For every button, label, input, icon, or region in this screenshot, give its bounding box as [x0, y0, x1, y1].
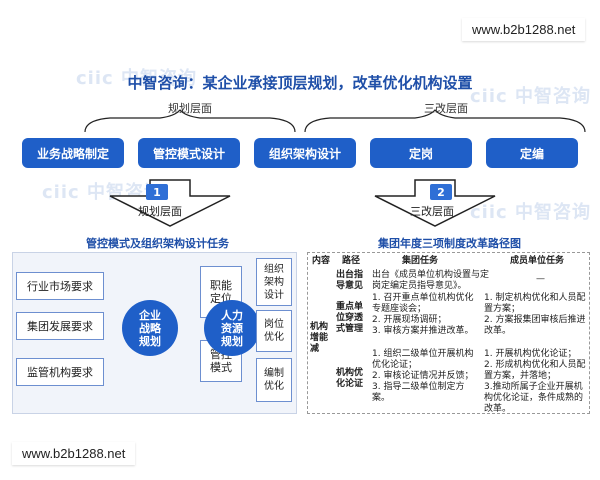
right-section-title: 集团年度三项制度改革路径图: [378, 237, 521, 250]
reform-path-table: [307, 252, 590, 414]
step-badge: 1: [146, 184, 168, 200]
row-member-task: 1. 开展机构优化论证； 2. 形成机构优化和人员配置方案，并落地； 3.推动所…: [484, 349, 586, 414]
layer-label-reform: 三改层面: [424, 102, 468, 115]
section-label: 机构增能减: [310, 322, 329, 354]
row-member-task: —: [536, 274, 545, 284]
top-box-business-strategy: 业务战略制定: [22, 138, 124, 168]
top-box-org-structure: 组织架构设计: [254, 138, 356, 168]
top-box-control-mode: 管控模式设计: [138, 138, 240, 168]
design-box: 组织 架构 设计: [256, 258, 292, 306]
row-path: 机构优化论证: [336, 368, 364, 389]
site-watermark: www.b2b1288.net: [12, 442, 136, 465]
row-content: 出台指导意见: [336, 270, 364, 291]
step-label: 规划层面: [138, 205, 182, 218]
row-path: 重点单位穿透式管理: [336, 302, 364, 334]
watermark-logo: ciic 中智咨询: [470, 86, 591, 107]
row-group-task: 1. 组织二级单位开展机构优化论证； 2. 审核论证情况并反馈； 3. 指导二级…: [372, 349, 474, 403]
left-section-title: 管控模式及组织架构设计任务: [86, 237, 229, 250]
step-label: 三改层面: [410, 205, 454, 218]
design-box: 编制 优化: [256, 358, 292, 402]
top-box-positions: 定岗: [370, 138, 472, 168]
hr-resources-circle: 人力 资源 规划: [204, 300, 260, 356]
requirement-box: 行业市场要求: [16, 272, 104, 300]
requirement-box: 集团发展要求: [16, 312, 104, 340]
table-header: 路径: [342, 256, 361, 266]
table-header: 集团任务: [402, 256, 439, 266]
page-title: 中智咨询：某企业承接顶层规划，改革优化机构设置: [127, 74, 473, 92]
layer-label-planning: 规划层面: [168, 102, 212, 115]
watermark-logo: ciic 中智咨询: [470, 202, 591, 223]
table-header: 内容: [312, 256, 331, 266]
design-box: 岗位 优化: [256, 310, 292, 352]
watermark-logo: ciic 中智咨询: [76, 68, 197, 89]
step-badge: 2: [430, 184, 452, 200]
row-group-task: 1. 召开重点单位机构优化专题座谈会； 2. 开展现场调研； 3. 审核方案并推…: [372, 293, 474, 336]
requirement-box: 监管机构要求: [16, 358, 104, 386]
strategy-circle: 企业 战略 规划: [122, 300, 178, 356]
row-group-task: 出台《成员单位机构设置与定岗定编定员指导意见》。: [372, 270, 490, 291]
top-box-headcount: 定编: [486, 138, 578, 168]
table-header: 成员单位任务: [510, 256, 565, 266]
row-member-task: 1. 制定机构优化和人员配置方案； 2. 方案报集团审核后推进改革。: [484, 293, 586, 336]
site-watermark: www.b2b1288.net: [462, 18, 586, 41]
